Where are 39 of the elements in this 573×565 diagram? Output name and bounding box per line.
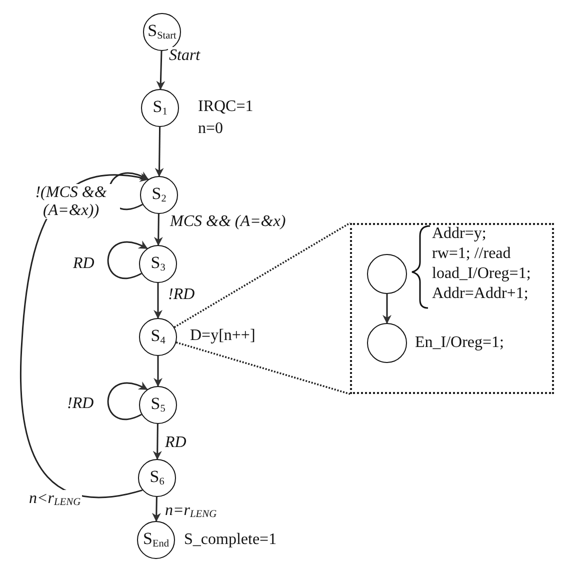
state-action-text: Addr=y; <box>432 225 486 243</box>
state-action-text: D=y[n++] <box>190 327 256 345</box>
transition-arrow <box>154 126 164 177</box>
state-circle <box>367 254 407 294</box>
state-circle <box>141 89 179 127</box>
state-action-text: n=0 <box>198 120 224 138</box>
transition-arrow <box>382 294 392 324</box>
transition-arrow <box>154 283 162 319</box>
state-action-text: load_I/Oreg=1; <box>432 265 531 283</box>
zoom-guide-line <box>174 222 350 328</box>
state-action-text: rw=1; //read <box>432 245 511 263</box>
state-action-text: IRQC=1 <box>198 98 254 116</box>
zoom-guide-line <box>176 342 350 395</box>
state-name: S$_{Start}$ <box>148 22 176 42</box>
state-name: S$_{4}$ <box>150 327 166 347</box>
state-action-text: En_I/Oreg=1; <box>415 334 504 352</box>
transition-arrow <box>152 424 162 460</box>
state-name: S$_{2}$ <box>152 185 166 205</box>
transition-arrow <box>152 496 161 522</box>
state-action-text: S_complete=1 <box>184 531 277 549</box>
transition-arrow <box>154 356 162 387</box>
state-circle <box>367 323 407 363</box>
transition-arrow <box>20 173 149 498</box>
self-loop-arrow <box>107 382 148 420</box>
zoom-detail-box <box>350 223 554 394</box>
state-circle <box>138 459 176 497</box>
state-name: S$_{1}$ <box>152 98 168 118</box>
state-circle <box>139 245 177 283</box>
edge-label: MCS && (A=&x) <box>169 213 287 231</box>
self-loop-arrow <box>107 241 148 279</box>
state-action-text: Addr=Addr+1; <box>432 285 528 303</box>
state-name: S$_{End}$ <box>143 530 169 550</box>
state-circle <box>139 386 177 424</box>
state-name: S$_{6}$ <box>150 468 164 488</box>
state-name: S$_{5}$ <box>150 395 166 415</box>
state-circle <box>139 318 177 356</box>
transition-arrow <box>156 50 166 90</box>
transition-arrow <box>154 214 163 246</box>
state-name: S$_{3}$ <box>150 254 166 274</box>
